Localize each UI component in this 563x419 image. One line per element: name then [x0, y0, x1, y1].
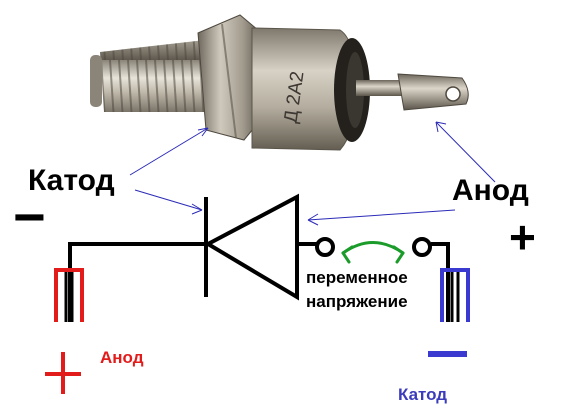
cathode-bottom-label: Катод	[398, 385, 447, 404]
ac-voltage-arrow	[341, 241, 405, 264]
pointer-arrows	[129, 121, 496, 226]
diode-body: Д 2А2	[251, 27, 370, 151]
left-red-terminal	[54, 268, 84, 322]
anode-triangle	[203, 193, 299, 301]
diode-photo: Д 2А2	[90, 14, 469, 151]
anode-terminal-lead	[356, 73, 469, 111]
ac-voltage-label-line2: напряжение	[306, 292, 408, 311]
plus-sign-bottom	[45, 352, 81, 394]
cathode-top-label: Катод	[28, 164, 115, 197]
ac-terminal-left	[315, 237, 335, 257]
minus-sign-bottom	[428, 351, 467, 357]
ac-voltage-label-line1: переменное	[306, 268, 408, 287]
anode-top-label: Анод	[452, 174, 529, 207]
anode-bottom-label: Анод	[100, 348, 144, 367]
threaded-stud	[90, 40, 214, 112]
terminal-eyelet	[445, 86, 461, 102]
right-blue-terminal	[440, 268, 470, 322]
diode-symbol	[68, 193, 450, 322]
ac-terminals	[315, 237, 432, 257]
plus-sign-top: +	[509, 211, 536, 263]
ac-terminal-right	[412, 237, 432, 257]
minus-sign-top: −	[13, 185, 46, 248]
